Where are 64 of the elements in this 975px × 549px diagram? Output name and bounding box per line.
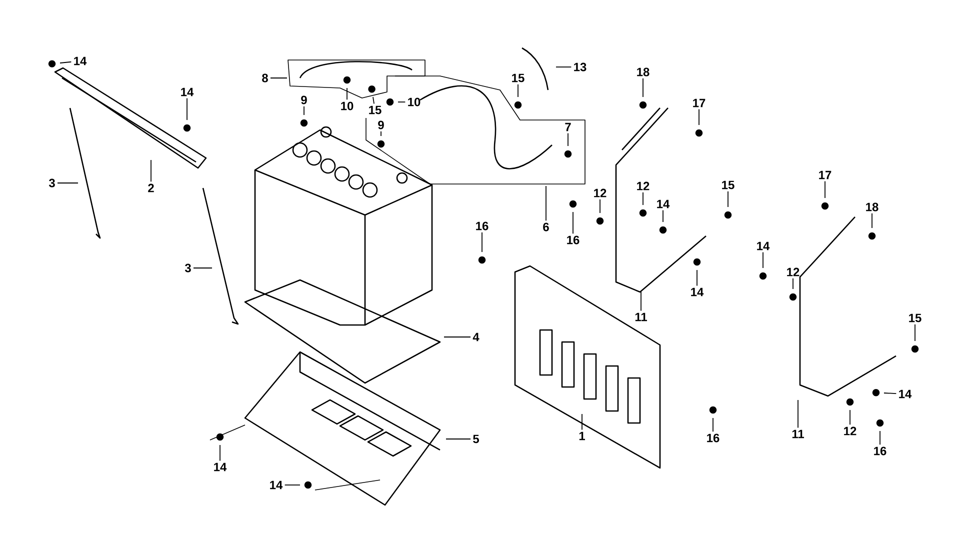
callout-number: 15 — [909, 314, 922, 322]
leader-line — [712, 418, 714, 432]
leader-line — [914, 324, 916, 342]
leader-line — [824, 180, 826, 198]
callout-number: 6 — [543, 222, 549, 232]
leader-line — [372, 96, 374, 104]
callout-number: 17 — [693, 98, 706, 108]
callout-number: 18 — [637, 68, 650, 76]
callout-number: 14 — [899, 390, 912, 398]
callout-number: 9 — [301, 96, 307, 104]
callout-number: 16 — [476, 222, 488, 230]
callout-number: 16 — [567, 236, 580, 244]
callout-number: 10 — [408, 98, 420, 106]
callout-number: 16 — [707, 434, 720, 442]
callout-number: 2 — [148, 184, 154, 192]
leader-line — [884, 392, 897, 394]
callout-number: 3 — [48, 178, 55, 188]
leader-line — [446, 438, 471, 440]
leader-line — [642, 192, 644, 206]
leader-line — [762, 252, 764, 268]
callout-number: 16 — [874, 446, 886, 456]
callout-number: 11 — [792, 430, 804, 438]
callout-number: 4 — [472, 332, 480, 342]
callout-number: 12 — [594, 188, 606, 198]
callout-number: 9 — [378, 120, 384, 130]
leader-line — [57, 182, 78, 184]
callout-number: 14 — [757, 242, 770, 250]
callout-number: 17 — [819, 170, 832, 180]
callout-number: 8 — [262, 74, 268, 82]
callout-number: 18 — [866, 202, 878, 212]
callout-number: 13 — [574, 62, 586, 72]
callout-number: 15 — [369, 106, 382, 114]
callout-number: 12 — [787, 268, 800, 276]
callout-number: 3 — [184, 264, 191, 272]
callout-number: 14 — [657, 200, 670, 208]
callout-number: 5 — [473, 434, 479, 444]
leader-line — [698, 108, 700, 126]
leader-line — [642, 78, 644, 98]
leader-line — [792, 278, 794, 290]
leader-line — [640, 290, 642, 312]
callout-number: 15 — [722, 180, 734, 190]
leader-line — [186, 98, 188, 120]
leader-line — [662, 210, 664, 222]
callout-number: 14 — [214, 462, 227, 472]
leader-line — [60, 61, 72, 64]
callout-number: 12 — [844, 426, 856, 436]
callout-number: 14 — [74, 56, 87, 66]
callout-number: 14 — [270, 480, 283, 490]
leader-line — [572, 212, 574, 234]
leader-line — [150, 160, 152, 182]
leader-line — [556, 66, 572, 68]
leader-line — [444, 336, 471, 338]
callout-number: 7 — [565, 122, 571, 132]
callout-number: 14 — [691, 288, 704, 296]
callout-number: 15 — [512, 74, 524, 82]
leader-line — [696, 270, 698, 286]
leader-line — [284, 484, 300, 486]
leader-line — [346, 88, 348, 100]
callout-number: 1 — [579, 432, 585, 440]
callout-number: 12 — [637, 182, 650, 190]
callout-number: 11 — [635, 312, 647, 322]
callout-number: 10 — [341, 102, 354, 110]
leader-line — [380, 130, 382, 136]
callout-number: 14 — [181, 88, 194, 96]
